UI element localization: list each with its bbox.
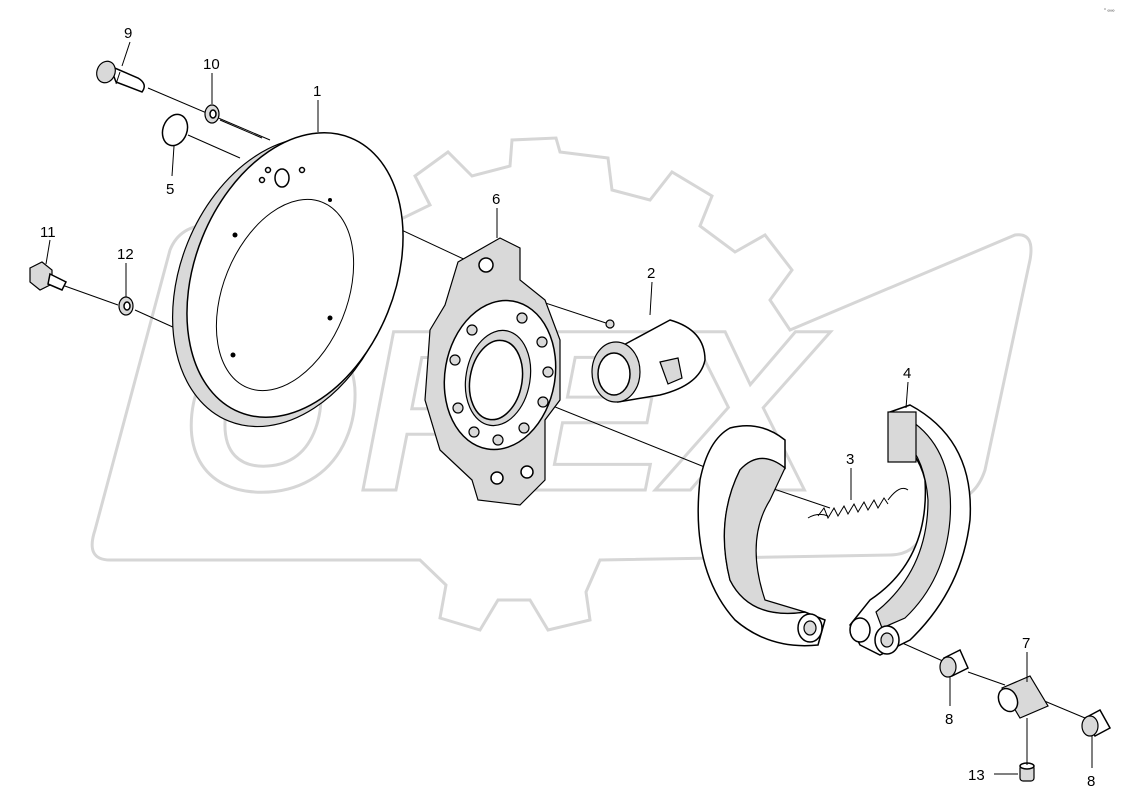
- washer-12: [118, 296, 134, 316]
- washer-10: [204, 104, 220, 124]
- spring-3: [807, 487, 909, 520]
- callout-6: 6: [492, 191, 500, 208]
- callout-11: 11: [40, 224, 56, 241]
- callout-12: 12: [117, 246, 134, 263]
- anchor-bracket-6: [424, 237, 561, 506]
- disc-5: [161, 113, 189, 147]
- callout-8-right: 8: [1087, 773, 1095, 790]
- callout-4: 4: [903, 365, 911, 382]
- bolt-11: [29, 261, 68, 291]
- plug-13: [1019, 762, 1035, 782]
- callout-8-left: 8: [945, 711, 953, 728]
- bolt-9: [96, 60, 145, 93]
- bushing-8b: [1081, 708, 1112, 738]
- callout-5: 5: [166, 181, 174, 198]
- corner-mark: ° ∞∞: [1104, 8, 1115, 14]
- callout-1: 1: [313, 83, 321, 100]
- brake-shoe-left: [697, 425, 826, 647]
- backing-plate: [171, 132, 404, 428]
- callout-10: 10: [203, 56, 220, 73]
- bushing-8a: [939, 648, 969, 678]
- callout-3: 3: [846, 451, 854, 468]
- callout-labels: 9 10 1 5 11 12 6 2 4 3 7 8 8 13: [40, 25, 1095, 790]
- callout-7: 7: [1022, 635, 1030, 652]
- callout-9: 9: [124, 25, 132, 42]
- callout-13: 13: [968, 767, 985, 784]
- pin-7: [997, 675, 1049, 719]
- callout-2: 2: [647, 265, 655, 282]
- callout-lines: [45, 41, 1093, 775]
- wheel-cylinder-2: [591, 319, 706, 403]
- brake-shoe-4: [849, 404, 972, 656]
